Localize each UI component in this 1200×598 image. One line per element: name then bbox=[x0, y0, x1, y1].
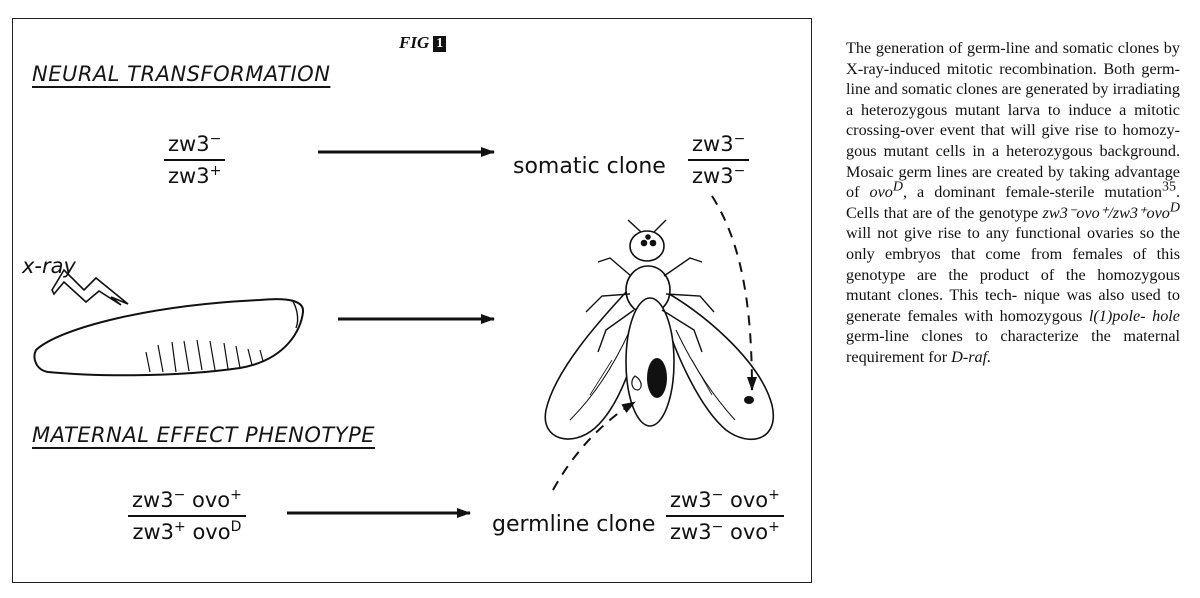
figure-caption: The generation of germ-line and somatic … bbox=[846, 38, 1180, 368]
lightning-icon bbox=[52, 270, 128, 305]
fly-illustration bbox=[545, 220, 773, 439]
larva-illustration bbox=[35, 299, 304, 375]
